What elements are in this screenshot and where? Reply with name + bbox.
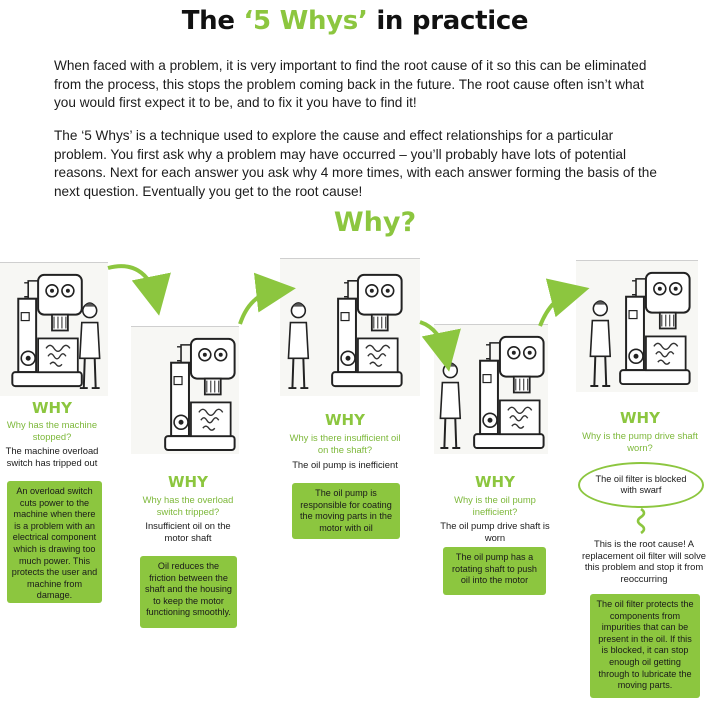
step-1-answer: The machine overload switch has tripped … <box>5 445 99 468</box>
curved-arrow-icon <box>238 272 296 325</box>
curved-arrow-icon <box>538 278 590 327</box>
step-1-explanation-box: An overload switch cuts power to the mac… <box>7 481 102 603</box>
machine-illustration <box>0 262 108 396</box>
intro-paragraph-1: When faced with a problem, it is very im… <box>54 58 647 111</box>
machine-illustration <box>280 258 420 396</box>
machine-illustration <box>131 326 239 454</box>
step-4-question: Why is the oil pump inefficient? <box>454 494 536 517</box>
title-suffix: in practice <box>367 6 529 36</box>
step-4-explanation-box: The oil pump has a rotating shaft to pus… <box>443 547 546 595</box>
step-3-explanation-box: The oil pump is responsible for coating … <box>292 483 400 539</box>
title-prefix: The <box>181 6 244 36</box>
step-5-question: Why is the pump drive shaft worn? <box>582 430 698 453</box>
step-2-answer: Insufficient oil on the motor shaft <box>145 520 231 543</box>
step-5-why-label: WHY <box>620 409 660 427</box>
step-1-why-label: WHY <box>32 399 72 417</box>
step-2-explanation-box: Oil reduces the friction between the sha… <box>140 556 237 628</box>
step-3-question: Why is there insufficient oil on the sha… <box>289 432 401 455</box>
root-cause-note: This is the root cause! A replacement oi… <box>581 538 706 584</box>
curved-arrow-icon <box>107 264 171 316</box>
root-cause-oval: The oil filter is blocked with swarf <box>578 462 704 508</box>
title-accent: ‘5 Whys’ <box>243 6 368 36</box>
why-heading: Why? <box>333 207 417 238</box>
intro-paragraph-2: The ‘5 Whys’ is a technique used to expl… <box>54 128 657 199</box>
step-3-answer: The oil pump is inefficient <box>292 459 398 470</box>
step-5-explanation-box: The oil filter protects the components f… <box>590 594 700 698</box>
page-title: The ‘5 Whys’ in practice <box>0 6 710 36</box>
machine-illustration <box>434 324 548 454</box>
step-1-question: Why has the machine stopped? <box>6 419 98 442</box>
step-4-why-label: WHY <box>475 473 515 491</box>
step-2-question: Why has the overload switch tripped? <box>142 494 234 517</box>
step-5-answer: The oil filter is blocked with swarf <box>595 473 687 495</box>
squiggle-connector-icon <box>636 507 646 535</box>
machine-illustration <box>576 260 698 392</box>
step-2-why-label: WHY <box>168 473 208 491</box>
step-3-why-label: WHY <box>325 411 365 429</box>
step-4-answer: The oil pump drive shaft is worn <box>440 520 550 543</box>
